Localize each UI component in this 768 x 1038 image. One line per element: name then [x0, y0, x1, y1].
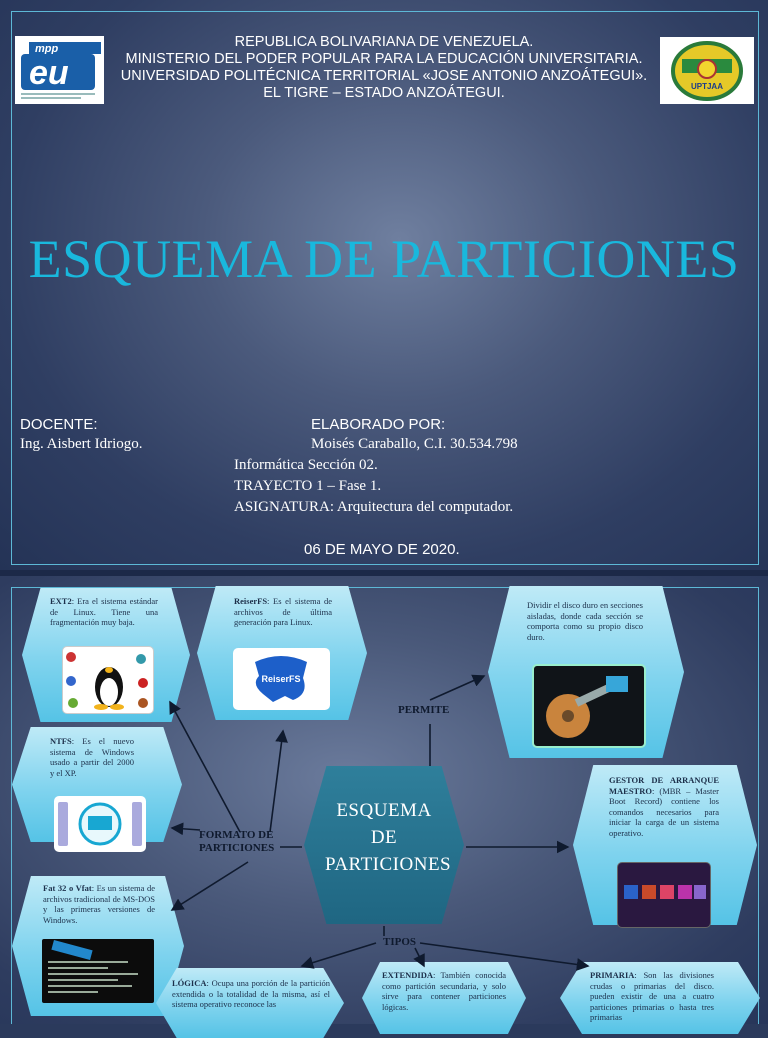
seccion-text: Informática Sección 02.	[234, 457, 378, 473]
docente-name: Ing. Aisbert Idriogo.	[20, 436, 143, 452]
boot-manager-image	[617, 862, 711, 928]
ntfs-text: NTFS: Es el nuevo sistema de Windows usa…	[50, 736, 134, 778]
slide-separator	[0, 570, 768, 576]
logica-text: LÓGICA: Ocupa una porción de la partició…	[172, 978, 330, 1009]
primaria-text: PRIMARIA: Son las divisiones crudas o pr…	[590, 970, 714, 1022]
ext2-text: EXT2: Era el sistema estándar de Linux. …	[50, 596, 158, 627]
elaborado-name: Moisés Caraballo, C.I. 30.534.798	[311, 436, 518, 452]
header-line-3: UNIVERSIDAD POLITÉCNICA TERRITORIAL «JOS…	[120, 68, 648, 84]
asignatura-text: ASIGNATURA: Arquitectura del computador.	[234, 499, 514, 515]
svg-text:UPTJAA: UPTJAA	[691, 82, 723, 91]
extendida-hexagon	[362, 962, 526, 1034]
formato-label: FORMATO DE PARTICIONES	[199, 829, 275, 854]
permite-label: PERMITE	[398, 704, 450, 716]
diagram-center-title: ESQUEMA DE PARTICIONES	[325, 800, 452, 875]
slide-frame	[11, 587, 759, 1024]
reiserfs-logo: ReiserFS	[233, 648, 330, 710]
title-slide: mpp eu UPTJAA REPUBLICA BOLIVARIANA DE V…	[0, 0, 768, 570]
slide-frame	[11, 11, 759, 565]
svg-text:ReiserFS: ReiserFS	[261, 674, 300, 684]
institution-header: REPUBLICA BOLIVARIANA DE VENEZUELA. MINI…	[100, 34, 668, 102]
dividir-text: Dividir el disco duro en secciones aisla…	[527, 600, 643, 642]
trayecto-text: TRAYECTO 1 – Fase 1.	[234, 478, 382, 494]
svg-text:eu: eu	[29, 54, 69, 92]
center-hexagon	[304, 766, 464, 924]
mppeu-logo: mpp eu	[15, 36, 104, 104]
primaria-hexagon	[560, 962, 760, 1034]
date-text: 06 DE MAYO DE 2020.	[304, 541, 460, 558]
docente-label: DOCENTE:	[20, 416, 98, 433]
page-title: ESQUEMA DE PARTICIONES	[28, 229, 740, 289]
header-line-4: EL TIGRE – ESTADO ANZOÁTEGUI.	[263, 85, 505, 101]
terminal-image	[42, 939, 154, 1003]
header-line-2: MINISTERIO DEL PODER POPULAR PARA LA EDU…	[125, 51, 643, 67]
gestor-text: GESTOR DE ARRANQUE MAESTRO: (MBR – Maste…	[609, 775, 719, 838]
linux-distros-image	[62, 646, 154, 714]
reiserfs-text: ReiserFS: Es el sistema de archivos de ú…	[234, 596, 332, 627]
tipos-label: TIPOS	[383, 936, 417, 948]
ntfs-icon	[54, 796, 146, 852]
hard-disk-image	[532, 664, 646, 748]
extendida-text: EXTENDIDA: También conocida como partici…	[382, 970, 506, 1012]
header-line-1: REPUBLICA BOLIVARIANA DE VENEZUELA.	[234, 34, 534, 50]
svg-text:mpp: mpp	[35, 43, 59, 55]
elaborado-label: ELABORADO POR:	[311, 416, 446, 433]
fat32-text: Fat 32 o Vfat: Es un sistema de archivos…	[43, 883, 155, 925]
uptjaa-logo: UPTJAA	[660, 37, 754, 104]
